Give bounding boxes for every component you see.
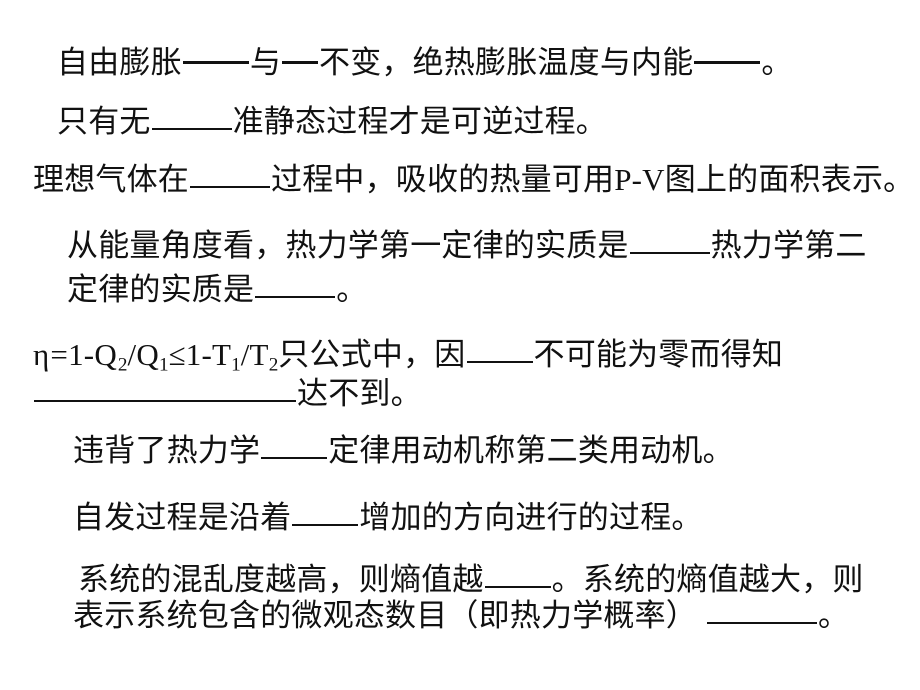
line-6-text-after-formula: 只公式中，因	[278, 337, 466, 372]
answer-blank-line-3[interactable]	[190, 162, 270, 188]
line-3-text-part-2: 过程中，吸收的热量可用P-V图上的面积表示。	[271, 162, 915, 197]
line-8-text-part-2: 定律用动机称第二类用动机。	[328, 433, 734, 468]
line-8-text-part-1: 违背了热力学	[73, 433, 261, 468]
statement-line-1: 自由膨胀 与 不变，绝热膨胀温度与内能 。	[57, 46, 793, 80]
answer-blank-line-6[interactable]	[466, 337, 533, 363]
subscript-t2: 2	[268, 354, 279, 376]
statement-line-4: 从能量角度看，热力学第一定律的实质是 热力学第二	[67, 228, 867, 263]
em-dash-rule-1	[182, 60, 249, 64]
line-6-text-tail: 不可能为零而得知	[533, 337, 784, 372]
answer-blank-line-5[interactable]	[255, 272, 336, 298]
line-9-text-part-2: 增加的方向进行的过程。	[359, 500, 703, 535]
statement-line-5: 定律的实质是 。	[67, 272, 367, 307]
line-1-text-part-4: 。	[761, 45, 793, 80]
subscript-t1: 1	[231, 354, 241, 376]
line-11-text-part-2: 。	[818, 598, 850, 633]
line-4-text-part-1: 从能量角度看，热力学第一定律的实质是	[67, 228, 629, 263]
line-10-text-part-1: 系统的混乱度越高，则熵值越	[78, 562, 484, 597]
eta-symbol: η	[33, 337, 50, 372]
answer-blank-line-11[interactable]	[707, 598, 817, 624]
subscript-q2: 2	[117, 354, 128, 376]
line-7-text-part-1: 达不到。	[297, 376, 422, 411]
formula-slash-t: /T	[240, 337, 269, 372]
line-5-text-part-1: 定律的实质是	[67, 272, 255, 307]
line-1-text-part-2: 与	[249, 45, 282, 80]
em-dash-rule-2	[282, 60, 319, 64]
statement-line-3: 理想气体在 过程中，吸收的热量可用P-V图上的面积表示。	[33, 162, 914, 197]
subscript-q1: 1	[158, 354, 169, 376]
line-1-text-part-3: 不变，绝热膨胀温度与内能	[319, 45, 694, 80]
formula-le-term: ≤1-T	[168, 337, 232, 372]
line-10-text-part-2: 。系统的熵值越大，则	[551, 562, 864, 597]
statement-line-11: 表示系统包含的微观态数目（即热力学概率） 。	[73, 598, 849, 633]
line-4-text-part-2: 热力学第二	[710, 228, 867, 263]
answer-blank-line-10[interactable]	[484, 562, 551, 588]
line-2-text-part-2: 准静态过程才是可逆过程。	[232, 104, 608, 139]
line-3-text-part-1: 理想气体在	[33, 162, 189, 197]
line-1-text-part-1: 自由膨胀	[57, 45, 182, 80]
statement-line-8: 违背了热力学 定律用动机称第二类用动机。	[73, 433, 734, 468]
statement-line-6-formula: η=1-Q2/Q1≤1-T1/T2只公式中，因不可能为零而得知	[33, 337, 783, 382]
line-9-text-part-1: 自发过程是沿着	[73, 500, 292, 535]
formula-slash-q: /Q	[127, 337, 159, 372]
statement-line-7: 达不到。	[33, 376, 422, 411]
statement-line-10: 系统的混乱度越高，则熵值越 。系统的熵值越大，则	[78, 562, 864, 597]
line-11-text-part-1: 表示系统包含的微观态数目（即热力学概率）	[73, 598, 697, 633]
answer-blank-line-9[interactable]	[292, 500, 359, 526]
answer-blank-line-4[interactable]	[629, 228, 710, 254]
line-2-text-part-1: 只有无	[57, 104, 151, 139]
formula-eq-term: =1-Q	[50, 337, 117, 372]
answer-blank-line-8[interactable]	[261, 433, 328, 459]
statement-line-2: 只有无 准静态过程才是可逆过程。	[57, 104, 607, 139]
statement-line-9: 自发过程是沿着 增加的方向进行的过程。	[73, 500, 703, 535]
line-5-text-part-2: 。	[336, 272, 368, 307]
answer-blank-line-2[interactable]	[151, 104, 232, 130]
em-dash-rule-3	[694, 60, 761, 64]
answer-blank-line-7-long[interactable]	[34, 376, 296, 402]
